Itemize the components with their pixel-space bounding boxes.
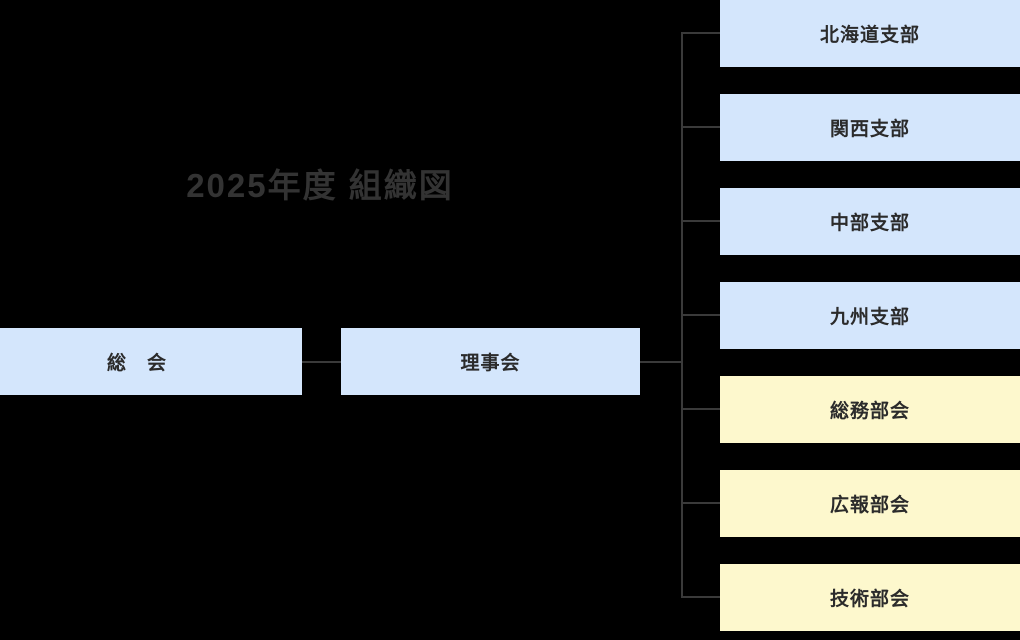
node-kouhou[interactable]: 広報部会 (720, 470, 1020, 537)
node-gijutsu[interactable]: 技術部会 (720, 564, 1020, 631)
connector-stub-kouhou (681, 502, 720, 504)
connector-stub-hokkaido (681, 32, 720, 34)
connector-stub-gijutsu (681, 596, 720, 598)
connector-stub-soumu (681, 408, 720, 410)
page-title: 2025年度 組織図 (186, 167, 454, 204)
node-kansai[interactable]: 関西支部 (720, 94, 1020, 161)
connector-soukai-to-rijikai (302, 361, 341, 363)
node-soukai[interactable]: 総 会 (0, 328, 302, 395)
node-rijikai[interactable]: 理事会 (341, 328, 640, 395)
node-hokkaido[interactable]: 北海道支部 (720, 0, 1020, 67)
connector-stub-kyushu (681, 314, 720, 316)
connector-rijikai-to-trunk (640, 361, 681, 363)
node-soumu[interactable]: 総務部会 (720, 376, 1020, 443)
connector-stub-chubu (681, 220, 720, 222)
connector-stub-kansai (681, 126, 720, 128)
node-chubu[interactable]: 中部支部 (720, 188, 1020, 255)
node-kyushu[interactable]: 九州支部 (720, 282, 1020, 349)
